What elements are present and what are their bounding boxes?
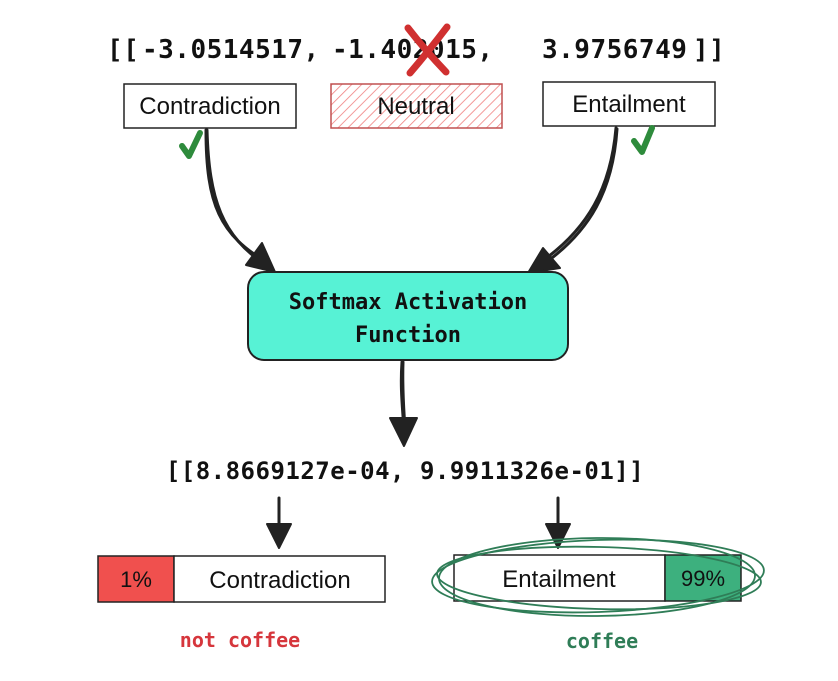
result-entailment-label: Entailment xyxy=(502,566,616,593)
logits-open-bracket: [[ xyxy=(107,35,139,65)
check-icon xyxy=(179,130,203,159)
highlight-ellipse xyxy=(431,537,765,617)
arrow-contradiction-to-softmax xyxy=(204,128,276,273)
arrow-softmax-to-probabilities xyxy=(389,360,418,447)
softmax-title-line1: Softmax Activation xyxy=(289,290,527,315)
class-label-entailment: Entailment xyxy=(572,91,686,118)
softmax-title-line2: Function xyxy=(355,323,461,348)
class-label-contradiction: Contradiction xyxy=(139,93,280,120)
arrow-entailment-to-softmax xyxy=(527,126,619,274)
result-contradiction: 1% Contradiction xyxy=(97,555,386,603)
result-contradiction-percent-cell xyxy=(97,555,175,603)
result-entailment: Entailment 99% xyxy=(453,554,742,602)
tag-coffee: coffee xyxy=(566,629,638,653)
result-contradiction-percent: 1% xyxy=(120,567,152,592)
logit-neutral: -1.402015, xyxy=(332,35,494,65)
cross-icon xyxy=(404,23,451,77)
probabilities-text: [[8.8669127e-04, 9.9911326e-01]] xyxy=(166,457,644,485)
class-box-entailment: Entailment xyxy=(542,81,716,127)
tag-not-coffee: not coffee xyxy=(180,628,300,652)
logit-entailment: 3.9756749 xyxy=(542,35,687,65)
class-box-contradiction: Contradiction xyxy=(123,83,297,129)
result-contradiction-label: Contradiction xyxy=(209,567,350,594)
class-box-neutral: Neutral xyxy=(330,83,503,129)
class-label-neutral: Neutral xyxy=(377,93,454,120)
arrow-to-entailment-result xyxy=(545,496,571,549)
arrow-to-contradiction-result xyxy=(266,496,292,549)
logits-close-bracket: ]] xyxy=(693,35,725,65)
logit-contradiction: -3.0514517, xyxy=(142,35,320,65)
check-icon xyxy=(631,125,655,155)
result-entailment-percent: 99% xyxy=(681,566,725,591)
softmax-box: Softmax Activation Function xyxy=(247,271,569,361)
